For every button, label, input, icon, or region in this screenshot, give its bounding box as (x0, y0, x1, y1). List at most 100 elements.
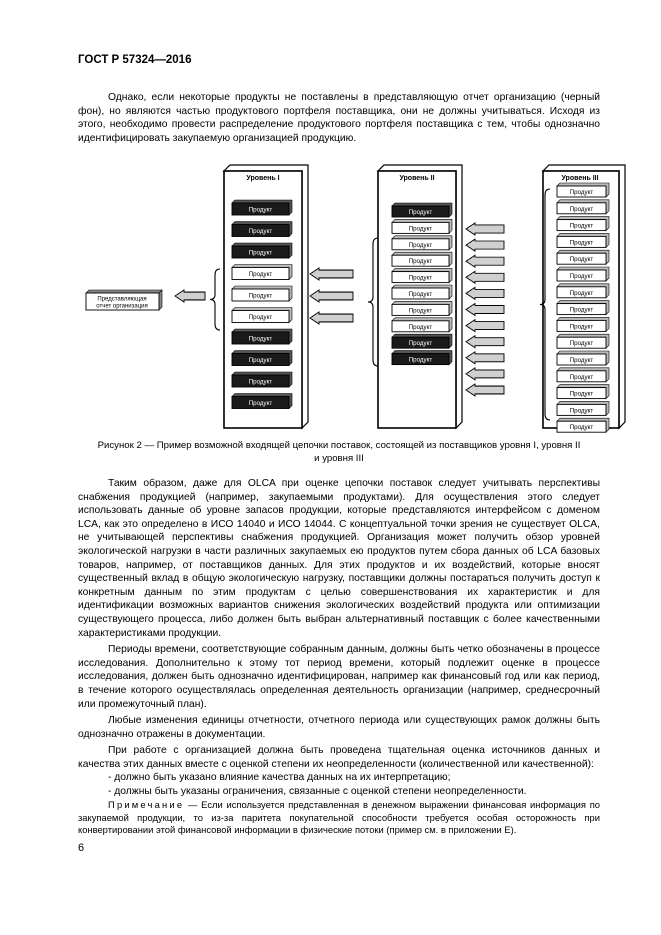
svg-text:Продукт: Продукт (249, 314, 273, 321)
svg-text:Продукт: Продукт (570, 273, 594, 280)
svg-text:Продукт: Продукт (249, 271, 273, 278)
arrow-level2-to-level1-2 (309, 289, 354, 303)
svg-text:Продукт: Продукт (570, 340, 594, 347)
arrow-level3-to-level2-9 (465, 350, 505, 365)
level1-product-10: Продукт (231, 393, 293, 410)
reporting-org-label-line1: Представляющая (97, 297, 146, 303)
level3-product-7: Продукт (556, 283, 610, 299)
level3-product-10: Продукт (556, 333, 610, 349)
body-list-item-2: - должны быть указаны ограничения, связа… (108, 786, 527, 798)
svg-text:Продукт: Продукт (570, 223, 594, 230)
level2-product-6: Продукт (391, 284, 453, 300)
level3-product-14: Продукт (556, 401, 610, 417)
svg-text:Продукт: Продукт (570, 407, 594, 414)
level2-product-1: Продукт (391, 202, 453, 218)
level2-product-9: Продукт (391, 333, 453, 349)
level1-product-2: Продукт (231, 221, 293, 238)
svg-text:Продукт: Продукт (570, 290, 594, 297)
svg-text:Продукт: Продукт (409, 340, 433, 347)
arrow-level3-to-level2-1 (465, 222, 505, 236)
body-list-item-1: - должно быть указано влияние качества д… (108, 772, 451, 784)
level1-product-7: Продукт (231, 328, 293, 345)
svg-text:Продукт: Продукт (570, 374, 594, 381)
svg-text:Продукт: Продукт (409, 275, 433, 282)
arrow-level3-to-level2-6 (465, 302, 505, 317)
level3-product-12: Продукт (556, 367, 610, 383)
svg-text:Продукт: Продукт (249, 250, 273, 257)
body-text: Таким образом, даже для OLCA при оценке … (78, 477, 600, 799)
svg-text:Продукт: Продукт (570, 189, 594, 196)
svg-text:Продукт: Продукт (249, 357, 273, 364)
level3-product-11: Продукт (556, 350, 610, 366)
note-text: — Если используется представленная в ден… (78, 799, 600, 835)
figure-caption-line1: Рисунок 2 — Пример возможной входящей це… (97, 440, 581, 451)
svg-text:Продукт: Продукт (409, 225, 433, 232)
svg-text:Продукт: Продукт (249, 336, 273, 343)
svg-text:Продукт: Продукт (570, 206, 594, 213)
level2-product-2: Продукт (391, 219, 453, 235)
svg-text:Продукт: Продукт (570, 391, 594, 398)
svg-text:Продукт: Продукт (409, 242, 433, 249)
svg-text:Продукт: Продукт (249, 207, 273, 214)
svg-text:Продукт: Продукт (409, 209, 433, 216)
svg-text:Продукт: Продукт (249, 400, 273, 407)
level1-product-4: Продукт (231, 264, 293, 281)
level3-product-2: Продукт (556, 199, 610, 215)
svg-text:Продукт: Продукт (409, 307, 433, 314)
arrow-level3-to-level2-4 (465, 270, 505, 285)
arrow-level3-to-level2-7 (465, 318, 505, 333)
arrow-level3-to-level2-5 (465, 286, 505, 301)
svg-text:Продукт: Продукт (570, 239, 594, 246)
level1-brace (209, 268, 221, 331)
svg-text:Продукт: Продукт (409, 357, 433, 364)
note-block: Примечание — Если используется представл… (78, 799, 600, 837)
level1-product-5: Продукт (231, 285, 293, 302)
svg-text:Продукт: Продукт (249, 293, 273, 300)
level1-title: Уровень I (246, 175, 279, 182)
svg-text:Продукт: Продукт (409, 291, 433, 298)
level2-title: Уровень II (399, 175, 434, 182)
arrow-level2-to-level1-3 (309, 311, 354, 325)
level3-product-9: Продукт (556, 317, 610, 333)
level2-brace (367, 237, 379, 367)
level3-product-15: Продукт (556, 417, 610, 433)
level3-brace (539, 188, 551, 421)
level1-product-3: Продукт (231, 242, 293, 259)
level3-product-1: Продукт (556, 182, 610, 198)
body-paragraph-3: Любые изменения единицы отчетности, отче… (78, 715, 600, 740)
body-paragraph-1: Таким образом, даже для OLCA при оценке … (78, 478, 600, 639)
level2-product-10: Продукт (391, 350, 453, 366)
level3-product-4: Продукт (556, 233, 610, 249)
intro-paragraph: Однако, если некоторые продукты не поста… (78, 92, 600, 144)
svg-text:Продукт: Продукт (570, 357, 594, 364)
note-label: Примечание (108, 799, 185, 810)
level2-product-5: Продукт (391, 268, 453, 284)
level2-product-8: Продукт (391, 317, 453, 333)
body-paragraph-4: При работе с организацией должна быть пр… (78, 745, 600, 770)
figure-caption-line2: и уровня III (314, 452, 364, 464)
arrow-level3-to-level2-3 (465, 254, 505, 269)
arrow-level1-to-org (174, 289, 206, 303)
arrow-level2-to-level1-1 (309, 267, 354, 281)
level3-product-8: Продукт (556, 300, 610, 316)
level1-product-6: Продукт (231, 307, 293, 324)
arrow-level3-to-level2-11 (465, 383, 505, 397)
arrow-level3-to-level2-10 (465, 367, 505, 381)
svg-text:Продукт: Продукт (409, 258, 433, 265)
reporting-org-label-line2: отчет организация (96, 304, 148, 310)
svg-text:Продукт: Продукт (409, 324, 433, 331)
svg-text:Продукт: Продукт (249, 379, 273, 386)
svg-text:Продукт: Продукт (570, 307, 594, 314)
figure-caption: Рисунок 2 — Пример возможной входящей це… (78, 440, 600, 465)
level1-product-8: Продукт (231, 350, 293, 367)
level2-product-7: Продукт (391, 301, 453, 317)
level1-product-9: Продукт (231, 371, 293, 388)
intro-text: Однако, если некоторые продукты не поста… (78, 91, 600, 145)
level2-product-3: Продукт (391, 235, 453, 251)
arrow-level3-to-level2-8 (465, 334, 505, 349)
level2-product-4: Продукт (391, 251, 453, 267)
page-number: 6 (78, 842, 85, 854)
svg-text:Продукт: Продукт (570, 256, 594, 263)
